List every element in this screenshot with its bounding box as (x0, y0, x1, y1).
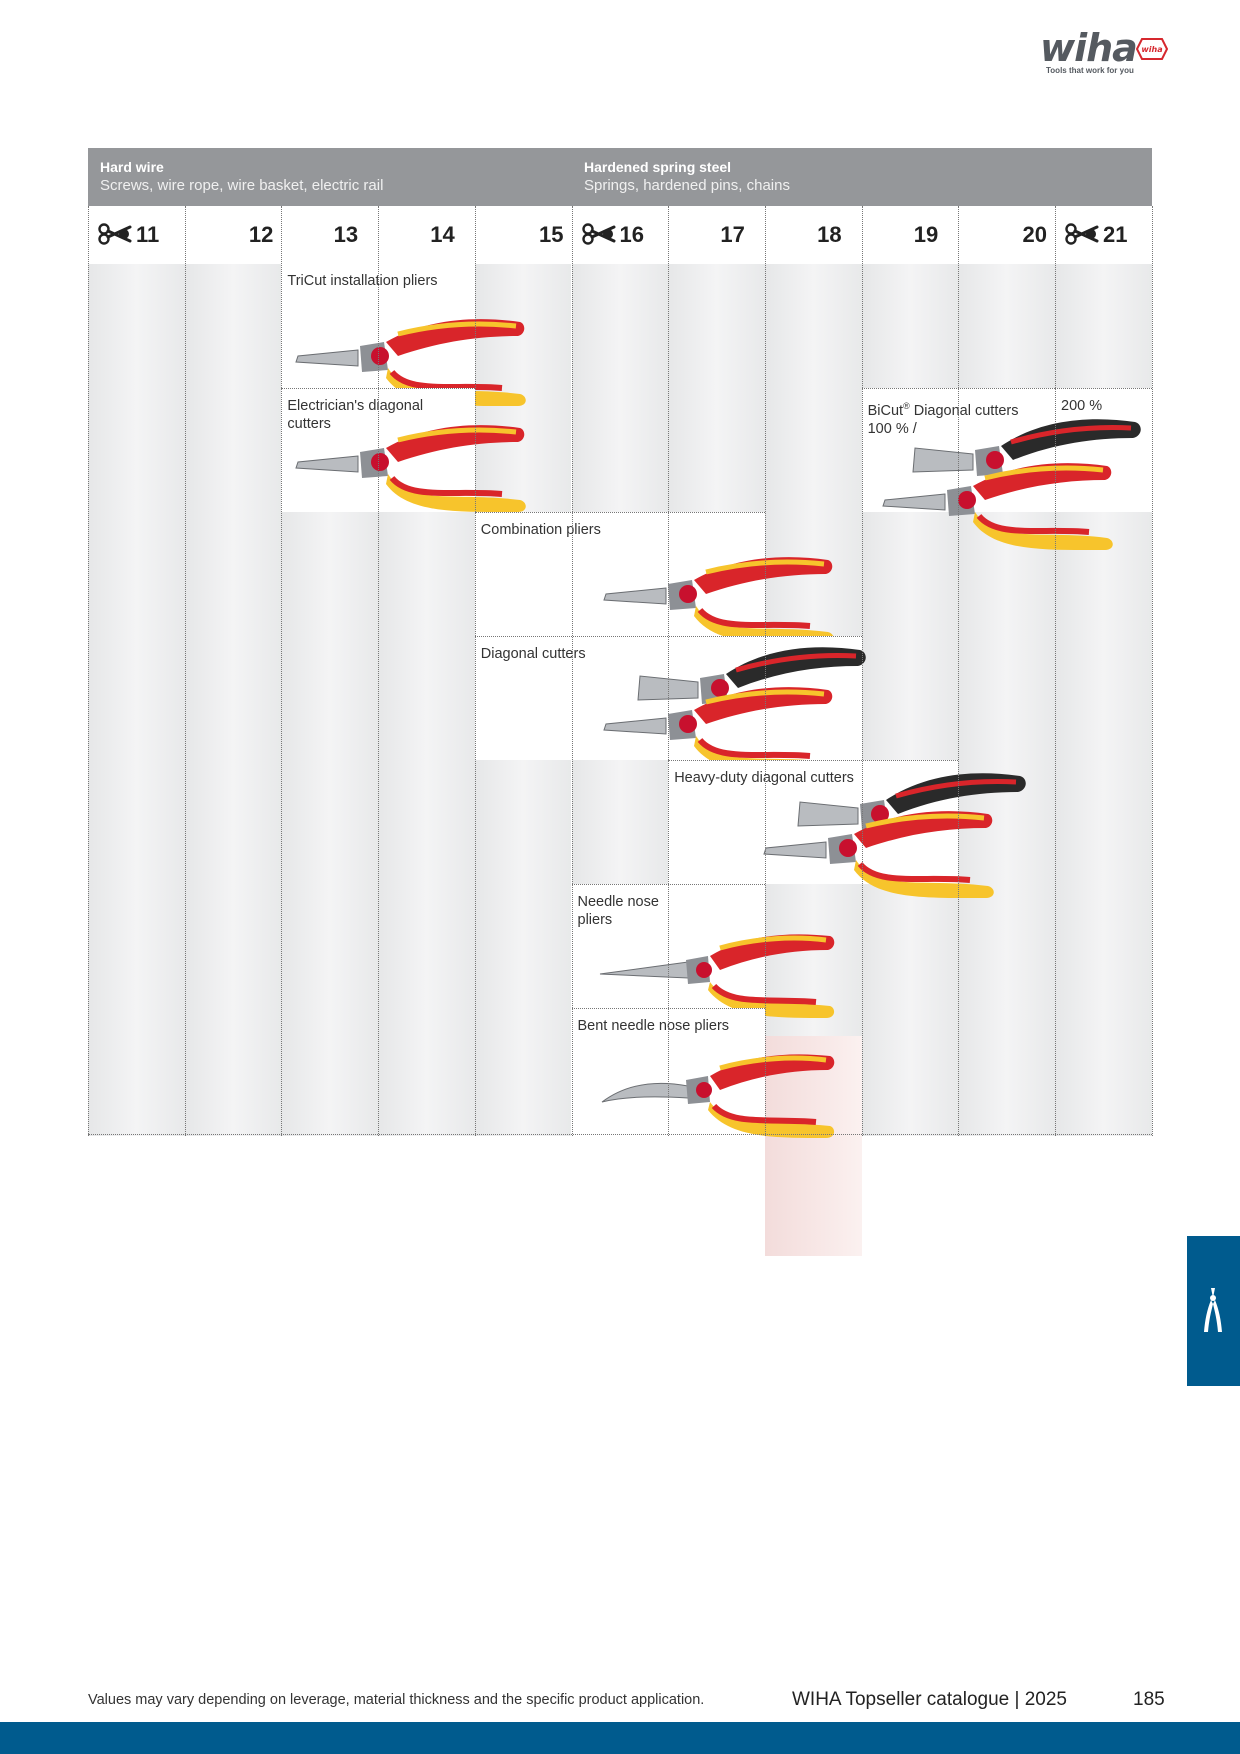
electrician-label: Electrician's diagonal cutters (287, 398, 424, 432)
heavy-duty-cutters-image (756, 800, 996, 900)
heavy-duty-label: Heavy-duty diagonal cutters (674, 770, 854, 786)
grid-line-major (571, 206, 573, 1136)
column-20: 20 (1022, 222, 1047, 247)
section-tab[interactable] (1187, 1236, 1240, 1386)
page-number: 185 (1133, 1689, 1165, 1710)
needle-pliers-image (596, 920, 836, 1020)
grid-line (281, 206, 283, 1136)
spring-steel-title: Hardened spring steel (584, 159, 732, 175)
footer-catalogue: WIHA Topseller catalogue | 2025 (792, 1689, 1067, 1710)
bicut-image (870, 452, 1120, 552)
column-18: 18 (817, 222, 842, 247)
hard-wire-title: Hard wire (100, 159, 164, 175)
bent-needle-label: Bent needle nose pliers (577, 1018, 730, 1034)
scissors-icon (1065, 223, 1099, 245)
grid-column (184, 264, 282, 1136)
combination-pliers-image (596, 546, 836, 646)
column-19: 19 (913, 222, 939, 247)
bicut-200-box: 200 % (1055, 388, 1152, 512)
footer-note: Values may vary depending on leverage, m… (88, 1692, 705, 1708)
chart-grid: TriCut installation pliers Electrician's… (88, 264, 1152, 1256)
grid-line (668, 206, 670, 1136)
column-11: 11 (88, 206, 185, 264)
scissors-icon (582, 223, 616, 245)
grid-line (184, 206, 186, 1136)
grid-column (88, 264, 185, 1136)
grid-line (861, 206, 863, 1136)
column-14: 14 (430, 222, 455, 247)
hard-wire-subtitle: Screws, wire rope, wire basket, electric… (100, 177, 384, 194)
column-number-row: 11 12 13 14 15 16 17 18 19 20 21 (88, 206, 1152, 264)
spring-steel-group: Hardened spring steel Springs, hardened … (584, 158, 790, 196)
column-17: 17 (720, 222, 745, 247)
grid-line (764, 206, 766, 1136)
logo-wordmark: wiha (1040, 26, 1138, 70)
cutting-capacity-chart: Hard wire Screws, wire rope, wire basket… (88, 148, 1153, 1256)
needle-label: Needle nose pliers (577, 894, 659, 928)
grid-bottom-line (88, 1134, 1152, 1135)
bent-needle-pliers-image (596, 1040, 836, 1140)
grid-line (378, 206, 380, 1136)
scissors-icon (98, 223, 132, 245)
diagonal-label: Diagonal cutters (480, 646, 586, 662)
column-16: 16 (572, 206, 669, 264)
grid-line (474, 206, 476, 1136)
column-21: 21 (1055, 206, 1152, 264)
wiha-badge-icon: wiha (1136, 38, 1168, 60)
footer-bar (0, 1722, 1240, 1754)
column-12: 12 (248, 222, 274, 247)
grid-line (958, 206, 960, 1136)
material-header: Hard wire Screws, wire rope, wire basket… (88, 148, 1152, 206)
badge-text: wiha (1141, 45, 1162, 54)
logo-tagline: Tools that work for you (1046, 66, 1134, 75)
pliers-icon (1204, 1288, 1222, 1332)
column-13: 13 (333, 222, 359, 247)
grid-line (88, 206, 89, 1136)
combination-label: Combination pliers (480, 522, 601, 538)
tricut-label: TriCut installation pliers (287, 273, 438, 289)
wiha-logo: wiha wiha Tools that work for you (1040, 28, 1170, 78)
spring-steel-subtitle: Springs, hardened pins, chains (584, 177, 790, 194)
grid-line (1055, 206, 1056, 1136)
bicut-200-label: 200 % (1061, 398, 1103, 414)
column-15: 15 (539, 222, 564, 247)
hard-wire-group: Hard wire Screws, wire rope, wire basket… (100, 158, 383, 196)
grid-line (1152, 206, 1153, 1136)
electrician-cutters-image (288, 414, 528, 514)
